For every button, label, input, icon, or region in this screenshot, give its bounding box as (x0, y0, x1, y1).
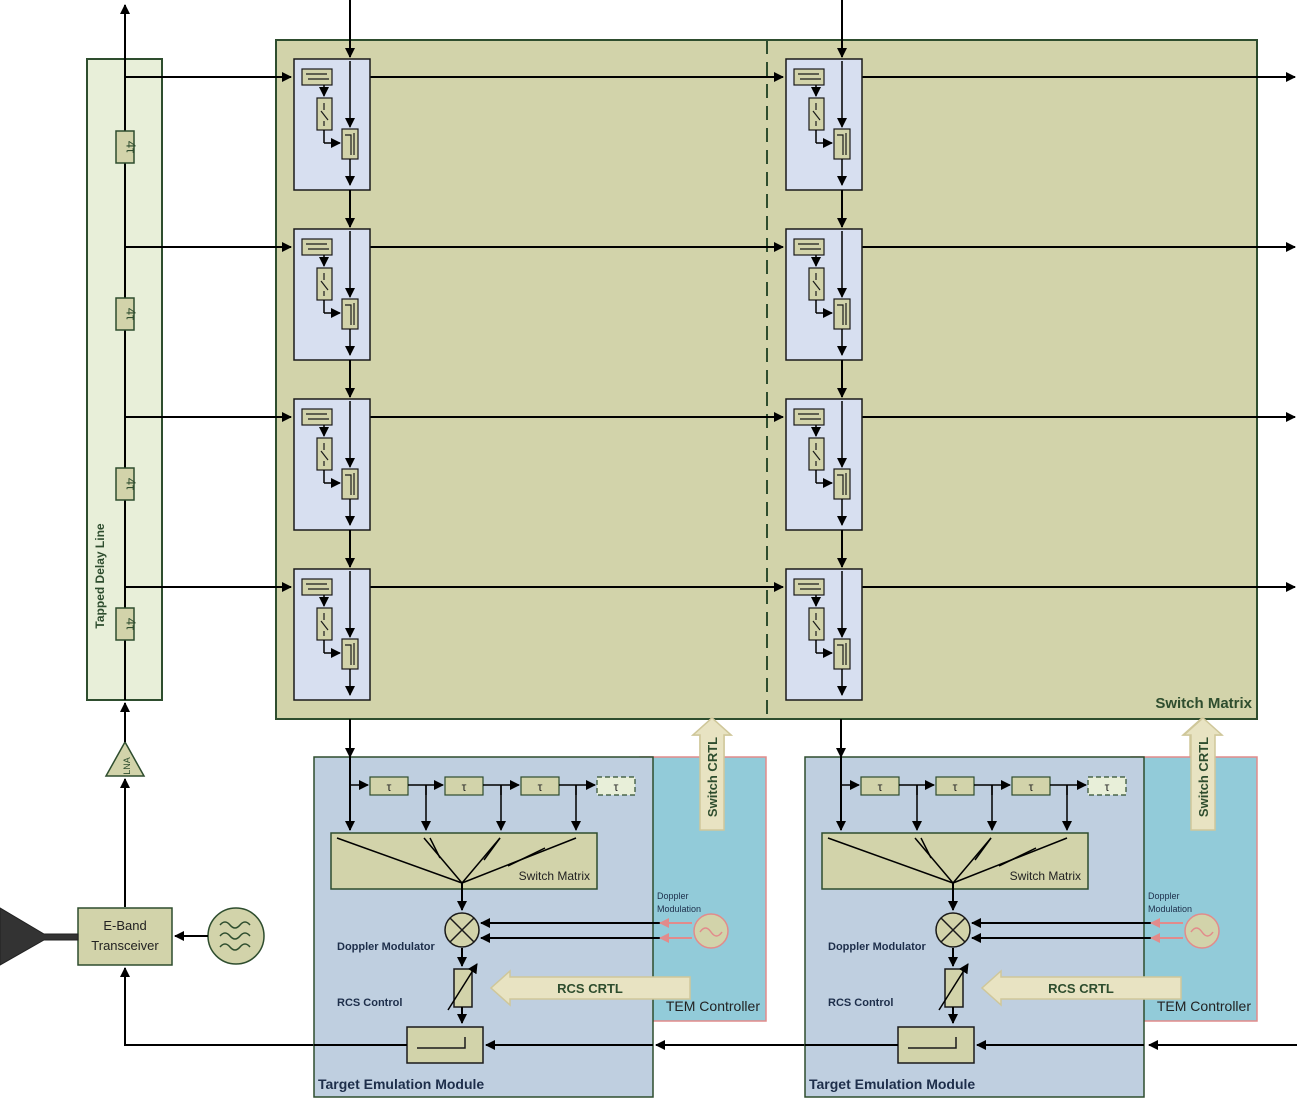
lna-label: LNA (122, 757, 132, 775)
tau-delay-label: τ (878, 780, 883, 794)
transceiver-label-2: Transceiver (91, 938, 159, 953)
transceiver-label-1: E-Band (103, 918, 146, 933)
switch-matrix-label: Switch Matrix (1155, 695, 1252, 712)
rcs-attenuator-icon (944, 968, 964, 1008)
tau-delay-box (520, 776, 560, 796)
output-coupler-icon (897, 1026, 975, 1064)
doppler-label-1: Doppler (657, 891, 689, 901)
switch-cell (293, 58, 371, 228)
tau-delay-box (596, 776, 636, 796)
coupler-icon (301, 408, 333, 426)
switch-crtl-arrow (1182, 716, 1224, 831)
coupler-icon (793, 578, 825, 596)
tem-module-label: Target Emulation Module (318, 1076, 484, 1092)
tap-arrows (125, 72, 292, 592)
inner-switch-matrix-label: Switch Matrix (1010, 869, 1081, 883)
delay-taps: 4τ 4τ 4τ 4τ (115, 130, 139, 641)
combiner-icon (341, 298, 359, 330)
delay-tap-label: 4τ (124, 478, 139, 491)
tau-delay-label: τ (462, 780, 467, 794)
switch-cells (293, 58, 863, 701)
doppler-label-2: Modulation (1148, 904, 1192, 914)
switch-cell (785, 58, 863, 228)
combiner-icon (833, 298, 851, 330)
rcs-crtl-arrow (980, 969, 1182, 1007)
combiner-icon (833, 128, 851, 160)
rcs-attenuator-icon (453, 968, 473, 1008)
coupler-icon (793, 408, 825, 426)
rcs-crtl-arrow (489, 969, 691, 1007)
switch-crtl-arrow (691, 716, 733, 831)
tau-delay-box (935, 776, 975, 796)
rcs-control-label: RCS Control (337, 997, 402, 1009)
output-coupler-icon (406, 1026, 484, 1064)
tapped-delay-line-label: Tapped Delay Line (93, 523, 107, 628)
switch-cell (293, 398, 371, 568)
horn-antenna-icon (0, 907, 79, 966)
switch-crtl-label: Switch CRTL (705, 737, 720, 817)
tau-delay-box (444, 776, 484, 796)
combiner-icon (341, 128, 359, 160)
oscillator-icon (207, 907, 265, 965)
coupler-icon (793, 238, 825, 256)
rcs-crtl-label: RCS CRTL (1048, 981, 1114, 996)
rcs-crtl-label: RCS CRTL (557, 981, 623, 996)
rcs-control-label: RCS Control (828, 997, 893, 1009)
tau-delay-label: τ (1105, 780, 1110, 794)
doppler-modulator-label: Doppler Modulator (828, 941, 926, 953)
combiner-icon (833, 468, 851, 500)
switch-crtl-label: Switch CRTL (1196, 737, 1211, 817)
combiner-icon (833, 638, 851, 670)
switch-cell (785, 398, 863, 568)
switch-cell (293, 568, 371, 701)
doppler-modulator-label: Doppler Modulator (337, 941, 435, 953)
tau-delay-label: τ (1029, 780, 1034, 794)
tau-delay-label: τ (387, 780, 392, 794)
combiner-icon (341, 468, 359, 500)
switch-cell (785, 228, 863, 398)
combiner-icon (341, 638, 359, 670)
coupler-icon (793, 68, 825, 86)
delay-tap-box (115, 297, 135, 331)
tau-delay-box (860, 776, 900, 796)
doppler-label-1: Doppler (1148, 891, 1180, 901)
delay-tap-label: 4τ (124, 141, 139, 154)
tem-controller-label: TEM Controller (1157, 998, 1251, 1014)
coupler-icon (301, 578, 333, 596)
doppler-label-2: Modulation (657, 904, 701, 914)
tau-delay-box (1087, 776, 1127, 796)
tem-module-label: Target Emulation Module (809, 1076, 975, 1092)
delay-tap-label: 4τ (124, 618, 139, 631)
tem-controller-label: TEM Controller (666, 998, 760, 1014)
tau-delay-label: τ (538, 780, 543, 794)
delay-tap-box (115, 130, 135, 164)
inner-switch-matrix-label: Switch Matrix (519, 869, 590, 883)
switch-cell (785, 568, 863, 701)
delay-tap-box (115, 607, 135, 641)
switch-cell (293, 228, 371, 398)
delay-tap-label: 4τ (124, 308, 139, 321)
tau-delay-label: τ (953, 780, 958, 794)
matrix-row-lines (370, 72, 1296, 592)
tau-delay-label: τ (614, 780, 619, 794)
tau-delay-box (1011, 776, 1051, 796)
lna-triangle (104, 740, 146, 777)
delay-tap-box (115, 467, 135, 501)
tau-delay-box (369, 776, 409, 796)
coupler-icon (301, 238, 333, 256)
transceiver-box (77, 907, 173, 966)
coupler-icon (301, 68, 333, 86)
